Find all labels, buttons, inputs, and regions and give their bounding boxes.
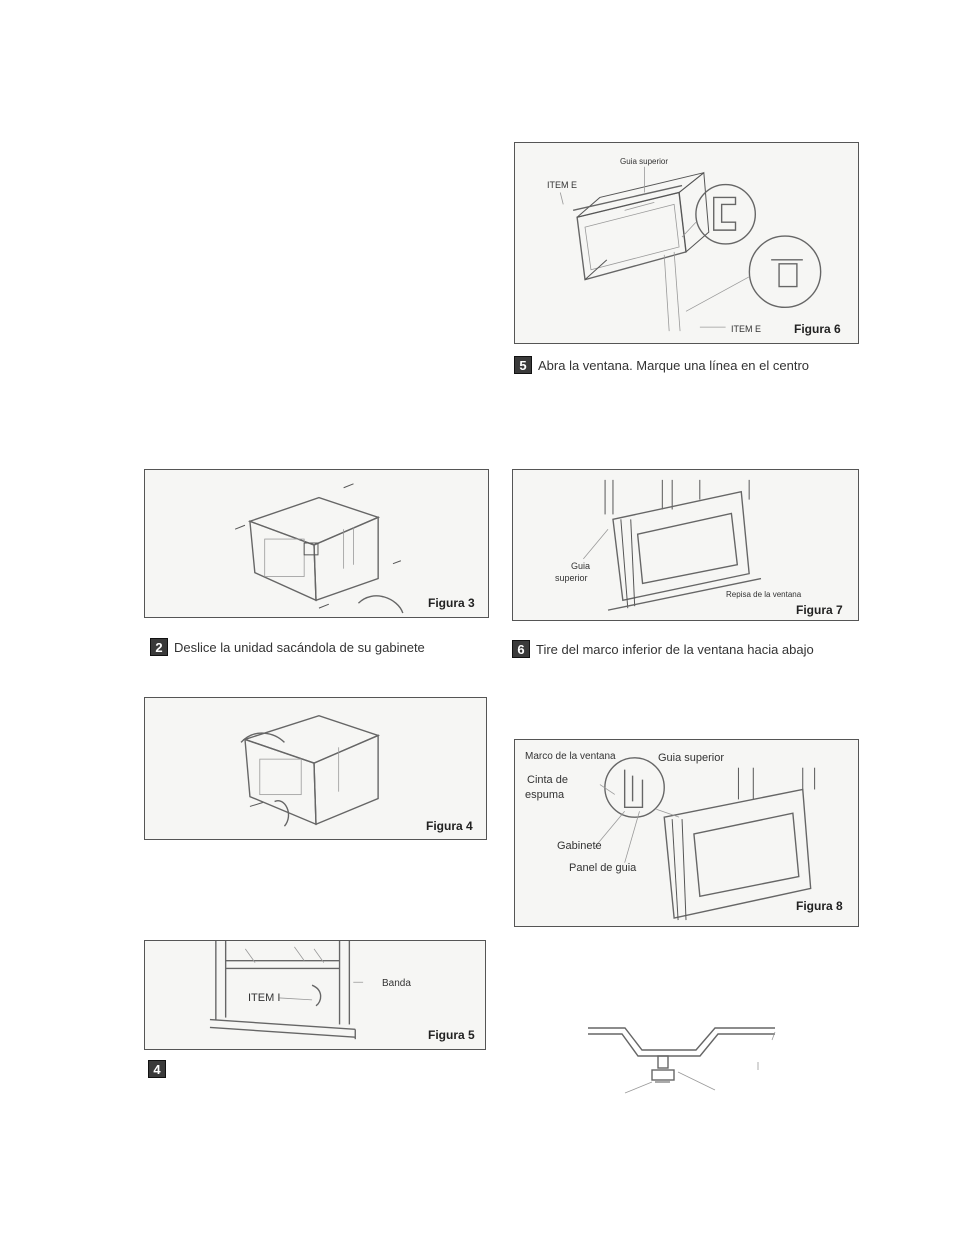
figure-6-illustration xyxy=(559,166,822,332)
figure-6: Guia superior ITEM E ITEM E Figura 6 xyxy=(514,142,859,344)
item-e-top-label: ITEM E xyxy=(547,180,578,190)
step-2-badge: 2 xyxy=(150,638,168,656)
figure-5-label: Figura 5 xyxy=(428,1028,475,1042)
guia-label: Guia xyxy=(571,561,591,571)
figure-4: Figura 4 xyxy=(144,697,487,840)
item-e-bottom-label: ITEM E xyxy=(731,324,762,334)
figure-8-label: Figura 8 xyxy=(796,899,843,913)
step-6: 6 Tire del marco inferior de la ventana … xyxy=(512,640,814,658)
cinta-label: Cinta de xyxy=(527,774,568,786)
figure-3-label: Figura 3 xyxy=(428,596,475,610)
step-6-badge: 6 xyxy=(512,640,530,658)
superior-label: superior xyxy=(555,573,588,583)
espuma-label: espuma xyxy=(525,789,565,801)
figure-7-label: Figura 7 xyxy=(796,603,843,617)
figure-5: Banda ITEM I Figura 5 xyxy=(144,940,486,1050)
figure-4-illustration xyxy=(240,715,381,827)
figure-7: Guia superior Repisa de la ventana Figur… xyxy=(512,469,859,621)
bracket-illustration xyxy=(588,1027,776,1094)
figure-3-illustration xyxy=(234,483,404,614)
panel-label: Panel de guia xyxy=(569,862,637,874)
guia-superior-label-8: Guia superior xyxy=(658,752,725,764)
item-i-label: ITEM I xyxy=(248,992,281,1004)
gabinete-label: Gabinete xyxy=(557,840,602,852)
repisa-label: Repisa de la ventana xyxy=(726,590,802,599)
banda-label: Banda xyxy=(382,978,411,989)
figure-3: Figura 3 xyxy=(144,469,489,618)
step-5-badge: 5 xyxy=(514,356,532,374)
figure-8: Marco de la ventana Guia superior Cinta … xyxy=(514,739,859,927)
step-5-text: Abra la ventana. Marque una línea en el … xyxy=(538,357,810,373)
step-2: 2 Deslice la unidad sacándola de su gabi… xyxy=(150,638,425,656)
figure-8-illustration xyxy=(594,757,816,921)
figure-7-illustration xyxy=(583,479,762,611)
figure-4-label: Figura 4 xyxy=(426,819,473,833)
step-4: 4 xyxy=(148,1060,166,1078)
figure-6-label: Figura 6 xyxy=(794,322,841,336)
step-5: 5 Abra la ventana. Marque una línea en e… xyxy=(514,356,809,374)
step-4-badge: 4 xyxy=(148,1060,166,1078)
guia-superior-label: Guia superior xyxy=(620,157,669,166)
step-6-text: Tire del marco inferior de la ventana ha… xyxy=(536,641,814,657)
figure-5-illustration xyxy=(209,941,364,1040)
step-2-text: Deslice la unidad sacándola de su gabine… xyxy=(174,639,425,655)
marco-label: Marco de la ventana xyxy=(525,751,616,762)
